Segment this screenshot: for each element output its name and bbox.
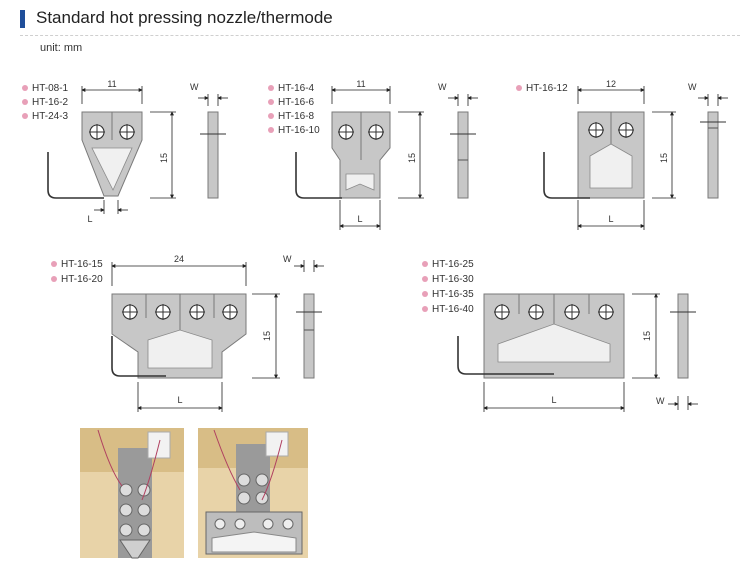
thermode-group-5: HT-16-25 HT-16-30 HT-16-35 HT-16-40 bbox=[422, 259, 698, 412]
part-label: HT-16-8 bbox=[278, 111, 315, 122]
bullet-icon bbox=[422, 306, 428, 312]
header-accent-bar bbox=[20, 10, 25, 28]
part-list-3: HT-16-12 bbox=[516, 83, 568, 94]
part-list-1: HT-08-1 HT-16-2 HT-24-3 bbox=[22, 83, 69, 122]
bullet-icon bbox=[422, 291, 428, 297]
part-label: HT-16-12 bbox=[526, 83, 568, 94]
length-dimension: L bbox=[357, 214, 362, 224]
bullet-icon bbox=[268, 113, 274, 119]
bullet-icon bbox=[516, 85, 522, 91]
thermode-front-view bbox=[47, 111, 143, 199]
thickness-dimension: W bbox=[438, 82, 447, 92]
thermode-group-4: HT-16-15 HT-16-20 bbox=[51, 254, 324, 412]
thermode-group-3: HT-16-12 12 15 L bbox=[516, 79, 728, 230]
part-label: HT-16-20 bbox=[61, 274, 103, 285]
dimension-lines: 15 L W bbox=[483, 293, 698, 412]
part-label: HT-24-3 bbox=[32, 111, 69, 122]
thermode-side-view bbox=[670, 293, 696, 379]
part-label: HT-16-10 bbox=[278, 125, 320, 136]
thermocouple-wire bbox=[543, 152, 590, 199]
bullet-icon bbox=[268, 99, 274, 105]
header-divider bbox=[20, 35, 740, 36]
thickness-dimension: W bbox=[283, 254, 292, 264]
thickness-dimension: W bbox=[688, 82, 697, 92]
thickness-dimension: W bbox=[656, 396, 665, 406]
thermocouple-wire bbox=[457, 336, 554, 375]
part-label: HT-16-15 bbox=[61, 259, 103, 270]
bullet-icon bbox=[268, 127, 274, 133]
length-dimension: L bbox=[177, 395, 182, 405]
part-label: HT-16-25 bbox=[432, 259, 474, 270]
thermode-side-view bbox=[200, 111, 226, 199]
thermode-group-1: HT-08-1 HT-16-2 HT-24-3 11 15 bbox=[22, 79, 228, 224]
thermode-front-view bbox=[111, 293, 247, 379]
width-dimension: 11 bbox=[107, 79, 116, 89]
length-dimension: L bbox=[551, 395, 556, 405]
thermode-group-2: HT-16-4 HT-16-6 HT-16-8 HT-16-10 1 bbox=[268, 79, 478, 230]
thermode-front-view bbox=[295, 111, 391, 199]
bullet-icon bbox=[268, 85, 274, 91]
part-label: HT-08-1 bbox=[32, 83, 69, 94]
part-label: HT-16-40 bbox=[432, 304, 474, 315]
bullet-icon bbox=[22, 85, 28, 91]
dimension-lines: 11 15 L W bbox=[81, 79, 228, 224]
height-dimension: 15 bbox=[642, 331, 652, 341]
part-label: HT-16-6 bbox=[278, 97, 315, 108]
thermode-side-view bbox=[700, 111, 726, 199]
part-list-5: HT-16-25 HT-16-30 HT-16-35 HT-16-40 bbox=[422, 259, 474, 315]
part-list-2: HT-16-4 HT-16-6 HT-16-8 HT-16-10 bbox=[268, 83, 320, 136]
bullet-icon bbox=[51, 261, 57, 267]
length-dimension: L bbox=[608, 214, 613, 224]
height-dimension: 15 bbox=[407, 153, 417, 163]
thermocouple-wire bbox=[295, 152, 342, 199]
bullet-icon bbox=[22, 113, 28, 119]
width-dimension: 11 bbox=[356, 79, 365, 89]
product-photo-2 bbox=[198, 428, 308, 558]
dimension-lines: 24 15 L W bbox=[111, 254, 324, 412]
thickness-dimension: W bbox=[190, 82, 199, 92]
height-dimension: 15 bbox=[262, 331, 272, 341]
thermode-front-view bbox=[543, 111, 645, 199]
width-dimension: 24 bbox=[174, 254, 184, 264]
part-label: HT-16-35 bbox=[432, 289, 474, 300]
dimension-lines: 12 15 L W bbox=[577, 79, 728, 230]
width-dimension: 12 bbox=[606, 79, 616, 89]
thermode-side-view bbox=[450, 111, 476, 199]
height-dimension: 15 bbox=[659, 153, 669, 163]
part-label: HT-16-30 bbox=[432, 274, 474, 285]
length-dimension: L bbox=[87, 214, 92, 224]
unit-label: unit: mm bbox=[40, 42, 83, 54]
part-label: HT-16-2 bbox=[32, 97, 69, 108]
page-title: Standard hot pressing nozzle/thermode bbox=[36, 8, 333, 27]
thermocouple-wire bbox=[111, 336, 166, 377]
thermode-front-view bbox=[457, 293, 625, 379]
bullet-icon bbox=[51, 276, 57, 282]
bullet-icon bbox=[22, 99, 28, 105]
part-label: HT-16-4 bbox=[278, 83, 315, 94]
product-photo-1 bbox=[80, 428, 184, 559]
part-list-4: HT-16-15 HT-16-20 bbox=[51, 259, 103, 285]
bullet-icon bbox=[422, 261, 428, 267]
thermocouple-wire bbox=[47, 152, 104, 199]
thermode-side-view bbox=[296, 293, 322, 379]
bullet-icon bbox=[422, 276, 428, 282]
section-header: Standard hot pressing nozzle/thermode bbox=[0, 0, 750, 36]
height-dimension: 15 bbox=[159, 153, 169, 163]
dimension-lines: 11 15 L W bbox=[331, 79, 478, 230]
